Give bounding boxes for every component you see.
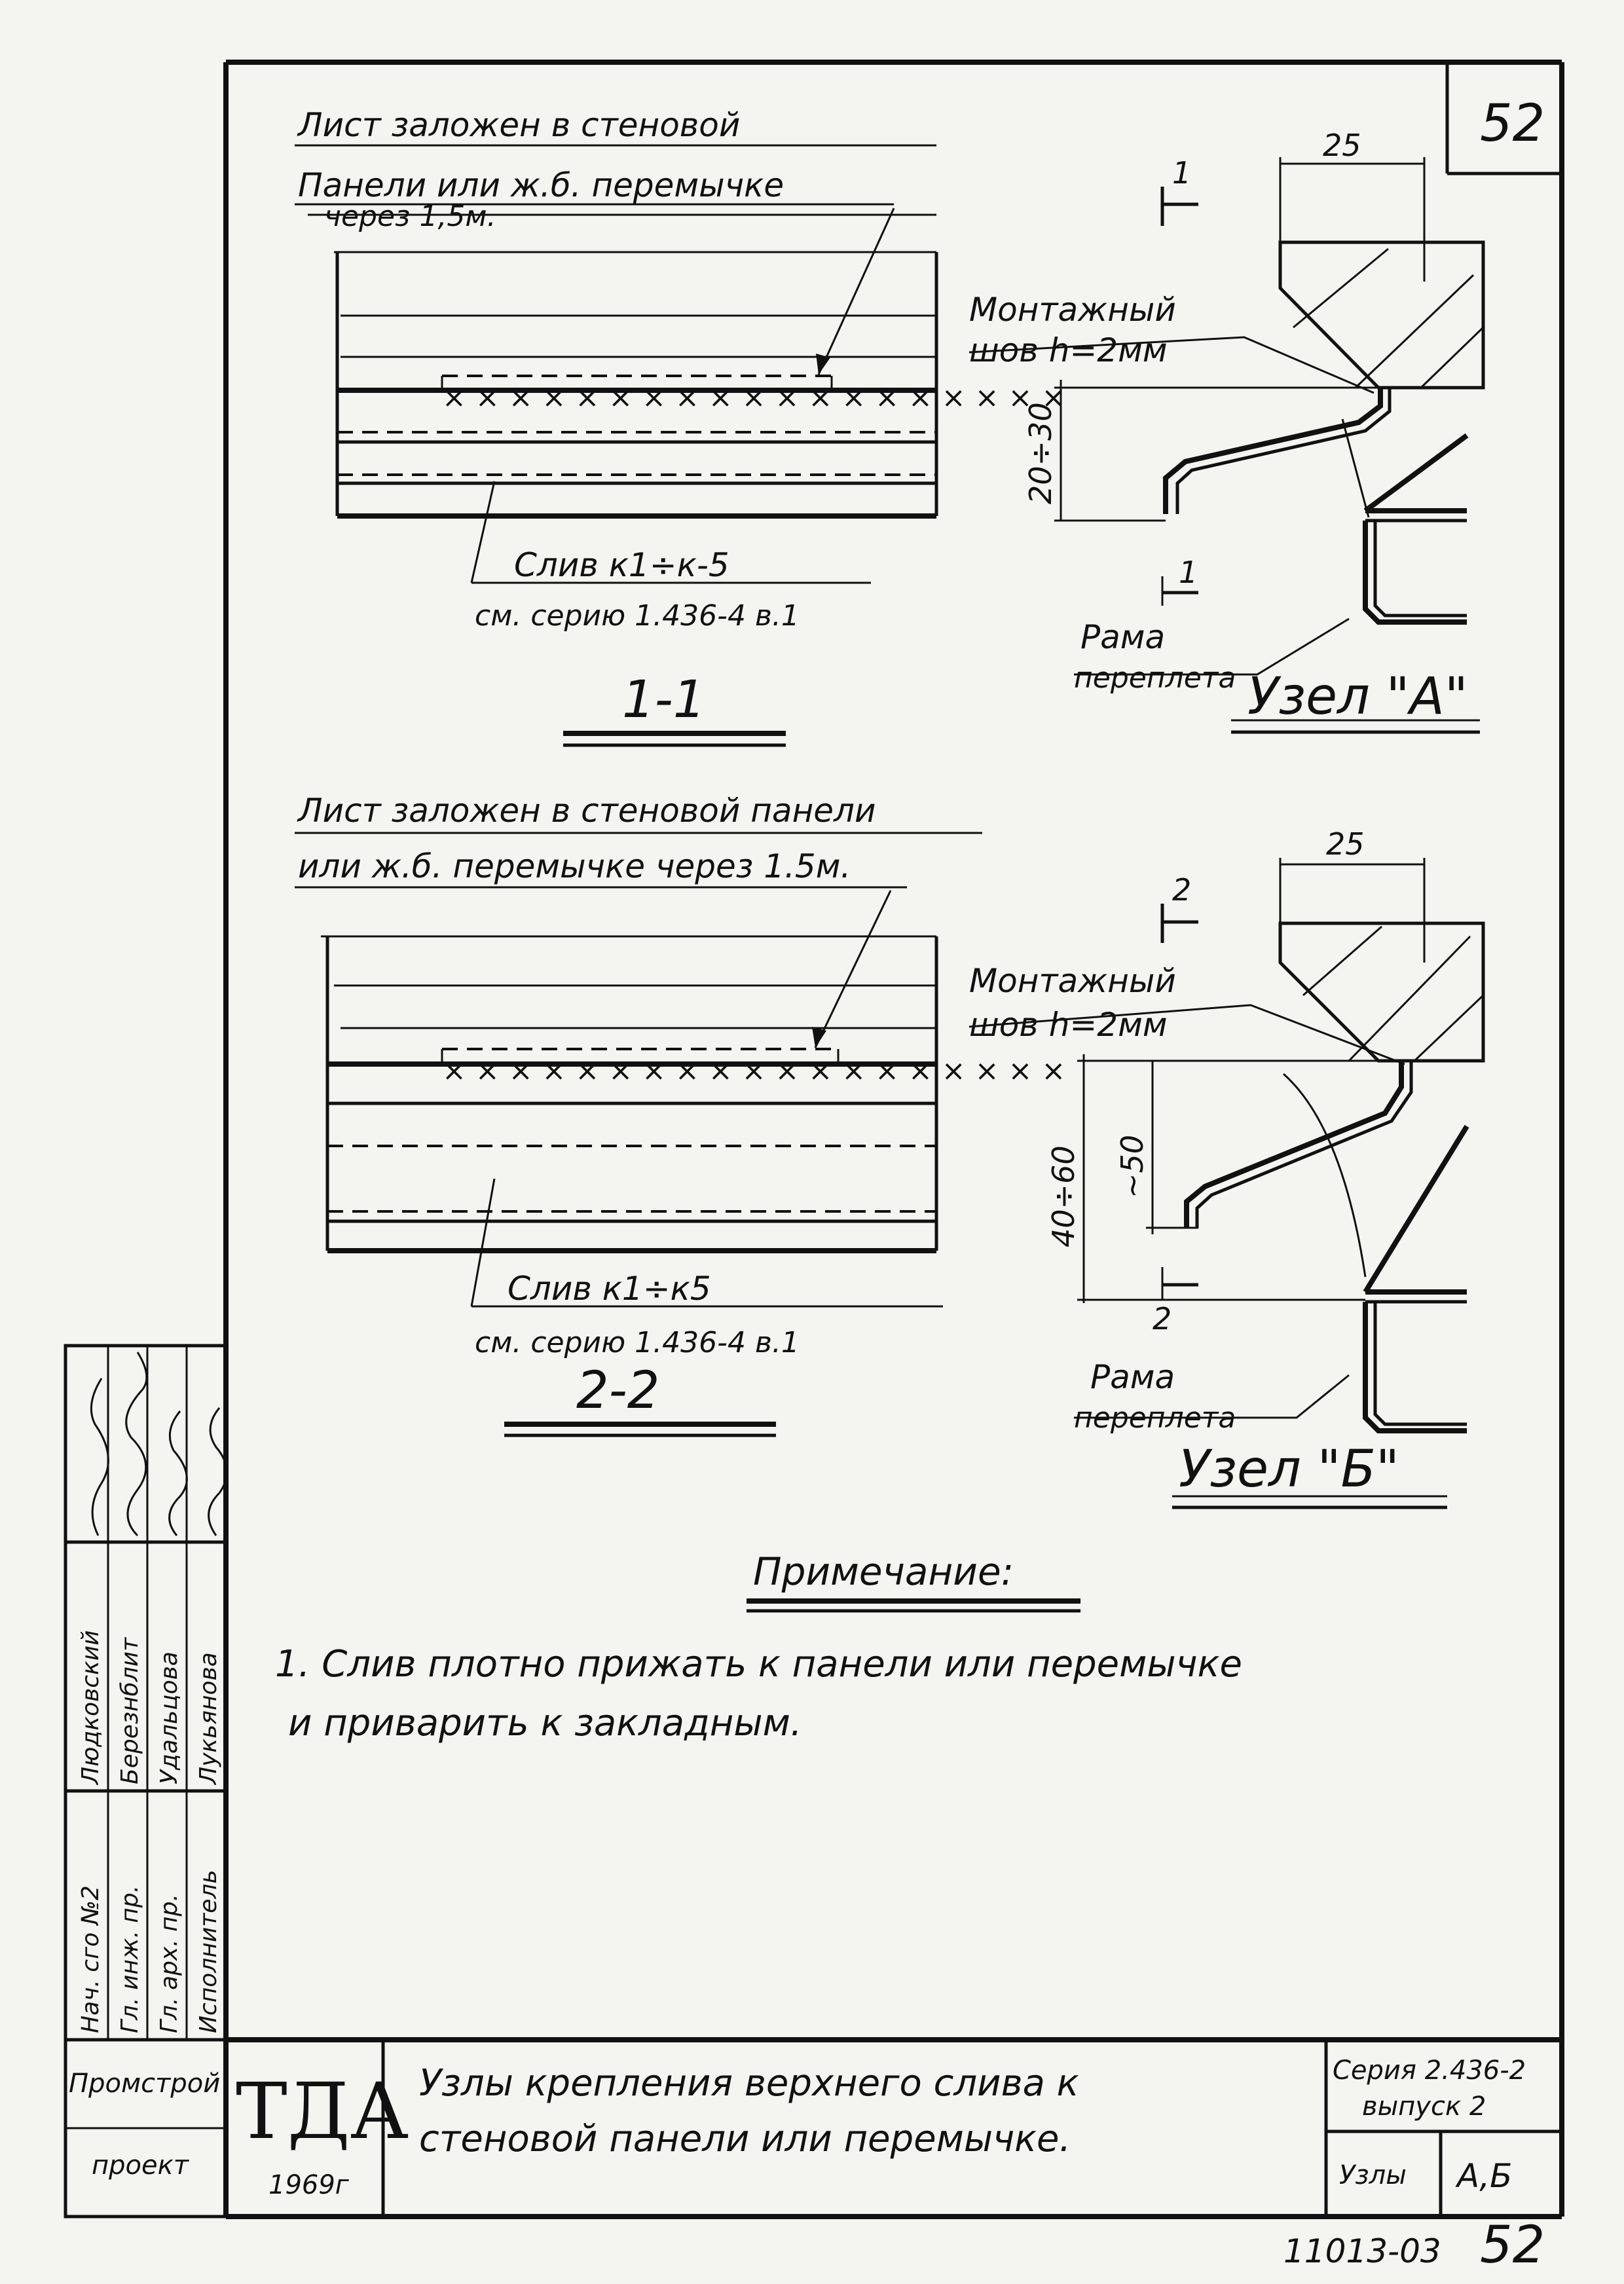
note-line1: 1. Слив плотно прижать к панели или пере… xyxy=(275,1643,1242,1685)
node-a-title: Узел "А" xyxy=(1247,667,1468,726)
node-b-drawing xyxy=(969,858,1485,1509)
node-b-frame-line2: переплета xyxy=(1074,1401,1236,1435)
node-b-weld-line1: Монтажный xyxy=(969,962,1176,1000)
node-a-frame-line2: переплета xyxy=(1074,661,1236,695)
handwritten-signatures xyxy=(90,1352,228,1537)
org-line1: Промстрой xyxy=(69,2069,220,2099)
node-a-frame-line1: Рама xyxy=(1080,618,1165,656)
org-line2: проект xyxy=(92,2150,190,2181)
signature-name-1: Людковский xyxy=(77,1630,104,1786)
section-1-series-ref: см. серию 1.436-4 в.1 xyxy=(475,599,800,633)
section-1-callout-line1: Лист заложен в стеновой xyxy=(297,106,740,144)
bottom-code: 11013-03 xyxy=(1283,2232,1441,2270)
signature-role-4: Исполнитель xyxy=(195,1870,222,2033)
node-a-dim-width: 25 xyxy=(1323,128,1361,163)
node-a-cut-mark-bottom: 1 xyxy=(1179,555,1198,590)
node-b-dim-outer: 40÷60 xyxy=(1046,1145,1081,1247)
node-b-dim-width: 25 xyxy=(1326,826,1365,862)
section-1-drain-label: Слив к1÷к-5 xyxy=(514,546,729,584)
title-block-year: 1969г xyxy=(268,2170,350,2200)
title-block-sheet-type: Узлы xyxy=(1339,2160,1407,2190)
section-1-title: 1-1 xyxy=(622,671,705,729)
signature-name-2: Березнблит xyxy=(117,1637,143,1784)
title-block-logo: ТДА xyxy=(236,2066,409,2156)
title-block-nodes: А,Б xyxy=(1455,2157,1512,2195)
signature-name-4: Лукьянова xyxy=(195,1652,222,1786)
section-2-title: 2-2 xyxy=(576,1361,659,1420)
bottom-page: 52 xyxy=(1480,2216,1545,2275)
node-b-frame-line1: Рама xyxy=(1090,1358,1175,1396)
section-1-callout-line3: через 1,5м. xyxy=(324,200,496,233)
signature-role-1: Нач. сго №2 xyxy=(77,1885,104,2033)
node-a-weld-line2: шов h=2мм xyxy=(969,331,1168,369)
section-2-callout-line1: Лист заложен в стеновой панели xyxy=(297,792,876,830)
svg-text:× × × × × × × × × × × × × × ×: × × × × × × × × × × × × × × × × × × × xyxy=(442,1054,1065,1088)
signature-role-3: Гл. арх. пр. xyxy=(156,1894,183,2033)
section-2-drawing: × × × × × × × × × × × × × × × × × × × xyxy=(295,832,1065,1308)
signature-role-2: Гл. инж. пр. xyxy=(117,1885,143,2033)
section-2-drain-label: Слив к1÷к5 xyxy=(507,1270,711,1308)
note-heading: Примечание: xyxy=(753,1549,1014,1594)
title-block-title-line1: Узлы крепления верхнего слива к xyxy=(419,2062,1079,2105)
note-line2: и приварить к закладным. xyxy=(288,1702,802,1744)
node-b-cut-mark-top: 2 xyxy=(1172,872,1191,908)
section-1-callout-line2: Панели или ж.б. перемычке xyxy=(298,166,784,204)
title-block xyxy=(226,2037,1562,2217)
node-a-dim-height: 20÷30 xyxy=(1023,402,1058,504)
section-1-drawing: × × × × × × × × × × × × × × × × × × × xyxy=(295,144,1065,584)
section-2-series-ref: см. серию 1.436-4 в.1 xyxy=(475,1326,800,1359)
node-b-title: Узел "Б" xyxy=(1179,1440,1399,1499)
title-block-series: Серия 2.436-2 xyxy=(1333,2055,1526,2086)
signature-block xyxy=(64,1344,228,2219)
node-b-dim-inner: ~50 xyxy=(1115,1135,1150,1198)
node-b-weld-line2: шов h=2мм xyxy=(969,1006,1168,1044)
signature-name-3: Удальцова xyxy=(156,1651,183,1784)
node-a-drawing xyxy=(969,157,1485,734)
node-a-weld-line1: Монтажный xyxy=(969,291,1176,329)
node-b-cut-mark-bottom: 2 xyxy=(1153,1301,1172,1336)
title-block-title-line2: стеновой панели или перемычке. xyxy=(419,2118,1071,2160)
svg-text:× × × × × × × × × × × × × × ×: × × × × × × × × × × × × × × × × × × × xyxy=(442,381,1065,414)
page-number: 52 xyxy=(1480,94,1545,153)
title-block-issue: выпуск 2 xyxy=(1362,2091,1486,2122)
section-2-callout-line2: или ж.б. перемычке через 1.5м. xyxy=(298,847,851,885)
node-a-cut-mark-top: 1 xyxy=(1172,155,1191,191)
